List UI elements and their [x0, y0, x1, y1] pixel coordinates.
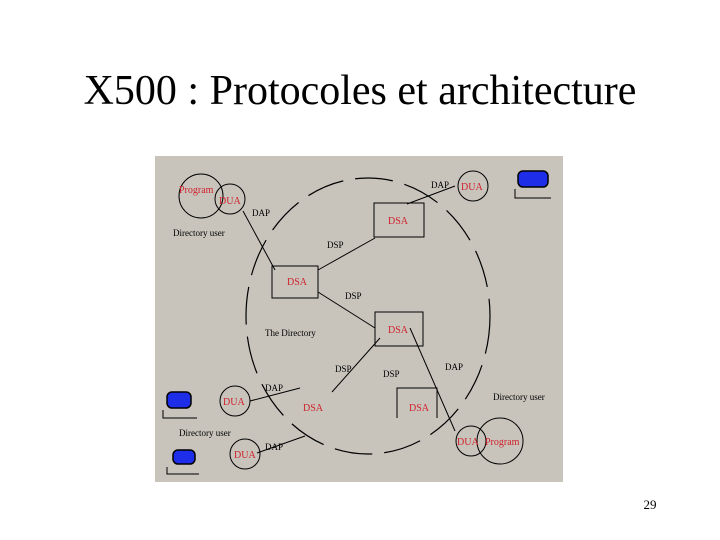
dsa-label-center: DSA: [388, 325, 409, 336]
program-label-bottomright: Program: [485, 437, 520, 448]
dap-label-bottomleft: DAP: [265, 442, 283, 452]
dua-circle-bottomright: [455, 425, 487, 457]
dua-circle-topright: [457, 170, 489, 202]
dua-label-topleft: DUA: [219, 196, 241, 207]
dsa-box-top: [373, 202, 425, 238]
keyboard-base: [166, 467, 199, 475]
dsa-boxes: [271, 202, 425, 347]
monitor-icon: [517, 170, 549, 188]
dsa-label-bottomright: DSA: [409, 403, 430, 414]
program-label-topleft: Program: [179, 185, 214, 196]
dua-circles: [178, 170, 524, 470]
dua-label-bottomright: DUA: [457, 437, 479, 448]
dsp-label-middle: DSP: [345, 291, 362, 301]
dua-circle-program-bottomright: [476, 417, 524, 465]
dsa-label-bottomleft: DSA: [303, 403, 324, 414]
dsp-label-lowerleft: DSP: [335, 364, 352, 374]
terminal-midleft: [162, 391, 197, 419]
dua-circle-program-topleft: [178, 173, 224, 219]
dua-circle-bottomleft: [229, 438, 261, 470]
dua-circle-midleft: [219, 385, 251, 417]
directory-boundary: [245, 177, 491, 455]
diagram-background: [155, 156, 563, 482]
dua-label-midleft: DUA: [223, 397, 245, 408]
dsp-links: [317, 237, 438, 418]
directory-label: The Directory: [265, 328, 316, 338]
dap-label-midleft: DAP: [265, 383, 283, 393]
slide-title: X500 : Protocoles et architecture: [83, 68, 637, 114]
monitor-icon: [166, 391, 192, 409]
dua-label-bottomleft: DUA: [234, 450, 256, 461]
dap-label-topleft: DAP: [252, 208, 270, 218]
page-number: 29: [643, 497, 657, 512]
dsa-box-left: [271, 265, 319, 299]
x500-architecture-diagram: Program DUA DUA DSA DSA DSA DUA DSA DSA …: [155, 156, 563, 482]
dap-label-topright: DAP: [431, 180, 449, 190]
dua-circle-topleft: [214, 183, 246, 215]
dsp-label-upper: DSP: [327, 240, 344, 250]
keyboard-base: [162, 410, 197, 419]
dua-label-topright: DUA: [461, 182, 483, 193]
dsp-label-lowercenter: DSP: [383, 369, 400, 379]
directory-user-label-bottomleft: Directory user: [179, 428, 231, 438]
monitor-icon: [172, 449, 196, 465]
dsa-label-left: DSA: [287, 277, 308, 288]
terminal-bottomleft: [166, 449, 199, 475]
terminal-topright: [514, 170, 551, 199]
dsa-box-center: [374, 311, 424, 347]
dap-label-lowerright: DAP: [445, 362, 463, 372]
directory-user-label-topleft: Directory user: [173, 228, 225, 238]
dsa-label-top: DSA: [388, 216, 409, 227]
dap-links: [242, 185, 456, 454]
directory-user-label-right: Directory user: [493, 392, 545, 402]
keyboard-base: [514, 189, 551, 199]
